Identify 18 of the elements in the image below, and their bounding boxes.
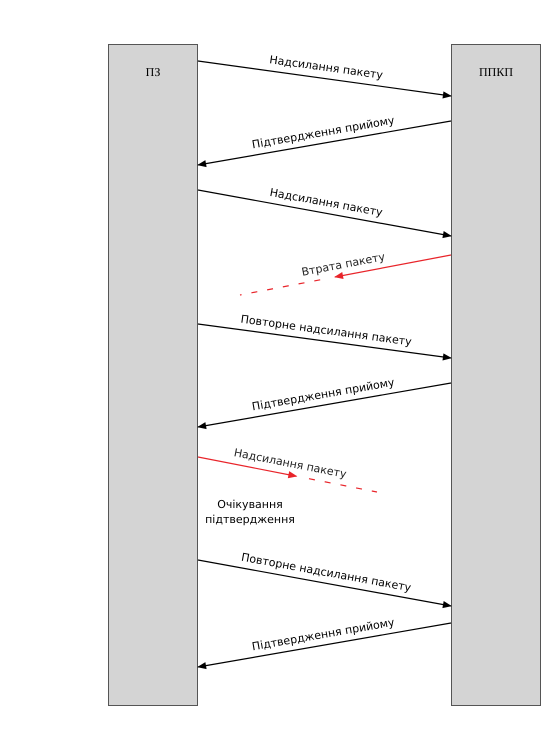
note-text: Очікування підтвердження bbox=[204, 497, 296, 527]
participant-name: ПЗ bbox=[144, 65, 162, 80]
edge-label: Надсилання пакету bbox=[268, 53, 384, 82]
arrow bbox=[198, 456, 298, 478]
lifeline-box bbox=[451, 44, 541, 706]
arrow bbox=[197, 382, 452, 430]
participant-name: ППКП bbox=[478, 65, 514, 80]
arrow bbox=[198, 323, 452, 360]
arrow bbox=[334, 254, 452, 280]
edge-label: Повторне надсилання пакету bbox=[240, 550, 413, 594]
arrow bbox=[198, 559, 452, 608]
edge-label: Повторне надсилання пакету bbox=[240, 312, 412, 348]
arrow bbox=[198, 189, 452, 238]
lifeline-box bbox=[108, 44, 198, 706]
arrow bbox=[197, 622, 452, 670]
arrow bbox=[198, 60, 452, 98]
arrow bbox=[197, 120, 452, 168]
edge-label: Втрата пакету bbox=[300, 250, 386, 278]
